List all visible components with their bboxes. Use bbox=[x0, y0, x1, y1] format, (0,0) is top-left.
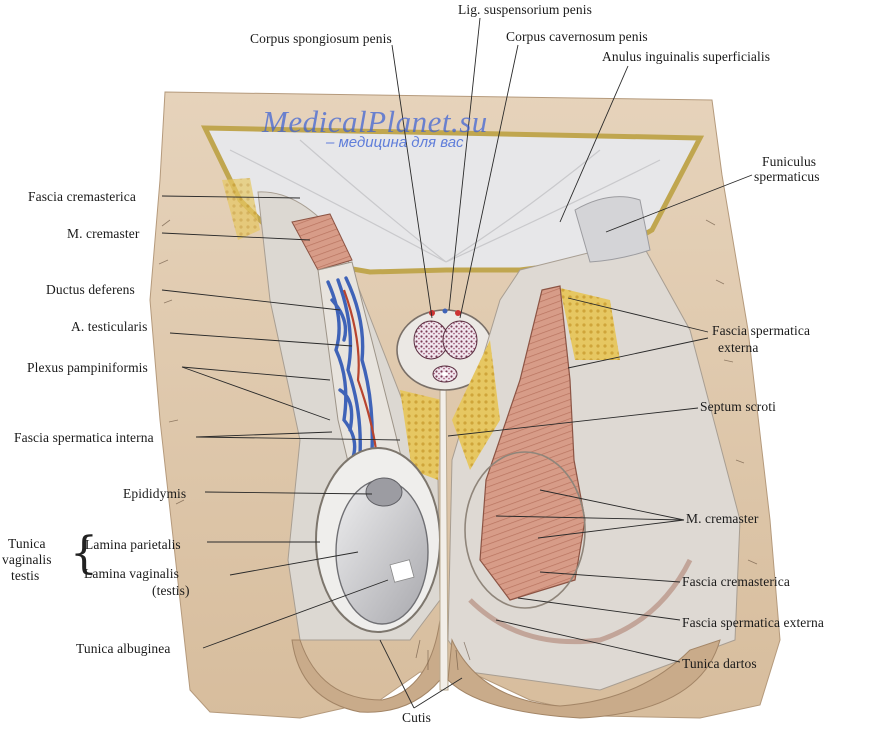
label-funiculus-2: spermaticus bbox=[754, 169, 820, 184]
label-fascia-cremasterica-left: Fascia cremasterica bbox=[28, 189, 136, 204]
label-m-cremaster-right: M. cremaster bbox=[686, 511, 759, 526]
label-lamina-vaginalis: Lamina vaginalis bbox=[84, 566, 179, 581]
brace-glyph: { bbox=[70, 528, 98, 579]
label-a-testicularis: A. testicularis bbox=[71, 319, 148, 334]
leader-lines bbox=[161, 17, 753, 709]
label-fascia-spermatica-interna: Fascia spermatica interna bbox=[14, 430, 154, 445]
watermark-tagline: – медицина для вас bbox=[326, 134, 464, 151]
left-cremaster bbox=[291, 213, 353, 271]
label-tunica-dartos: Tunica dartos bbox=[682, 656, 757, 671]
label-plexus-pampiniformis: Plexus pampiniformis bbox=[27, 360, 148, 375]
label-lig-suspensorium: Lig. suspensorium penis bbox=[458, 2, 592, 17]
label-lamina-vaginalis-testis: (testis) bbox=[152, 583, 190, 598]
label-corpus-spongiosum: Corpus spongiosum penis bbox=[250, 31, 392, 46]
label-m-cremaster-left: M. cremaster bbox=[67, 226, 140, 241]
label-fascia-cremasterica-right: Fascia cremasterica bbox=[682, 574, 790, 589]
label-epididymis: Epididymis bbox=[123, 486, 187, 501]
label-funiculus-1: Funiculus bbox=[762, 154, 817, 169]
label-tunica-vaginalis-2: vaginalis bbox=[2, 552, 52, 567]
label-septum-scroti: Septum scroti bbox=[700, 399, 776, 414]
label-lamina-parietalis: Lamina parietalis bbox=[85, 537, 181, 552]
label-ductus-deferens: Ductus deferens bbox=[46, 282, 135, 297]
label-tunica-vaginalis-1: Tunica bbox=[8, 536, 46, 551]
label-cutis: Cutis bbox=[402, 710, 432, 725]
label-fascia-spermatica-externa-upper-2: externa bbox=[718, 340, 759, 355]
epididymis bbox=[365, 477, 403, 507]
label-corpus-cavernosum: Corpus cavernosum penis bbox=[506, 29, 648, 44]
watermark-site: MedicalPlanet.su bbox=[262, 104, 488, 139]
right-cremaster bbox=[479, 285, 586, 601]
label-tunica-vaginalis-3: testis bbox=[11, 568, 40, 583]
label-tunica-albuginea: Tunica albuginea bbox=[76, 641, 171, 656]
label-anulus-inguinalis: Anulus inguinalis superficialis bbox=[602, 49, 771, 64]
label-fascia-spermatica-externa-lower: Fascia spermatica externa bbox=[682, 615, 824, 630]
label-fascia-spermatica-externa-upper-1: Fascia spermatica bbox=[712, 323, 811, 338]
septum-scroti bbox=[439, 369, 449, 691]
